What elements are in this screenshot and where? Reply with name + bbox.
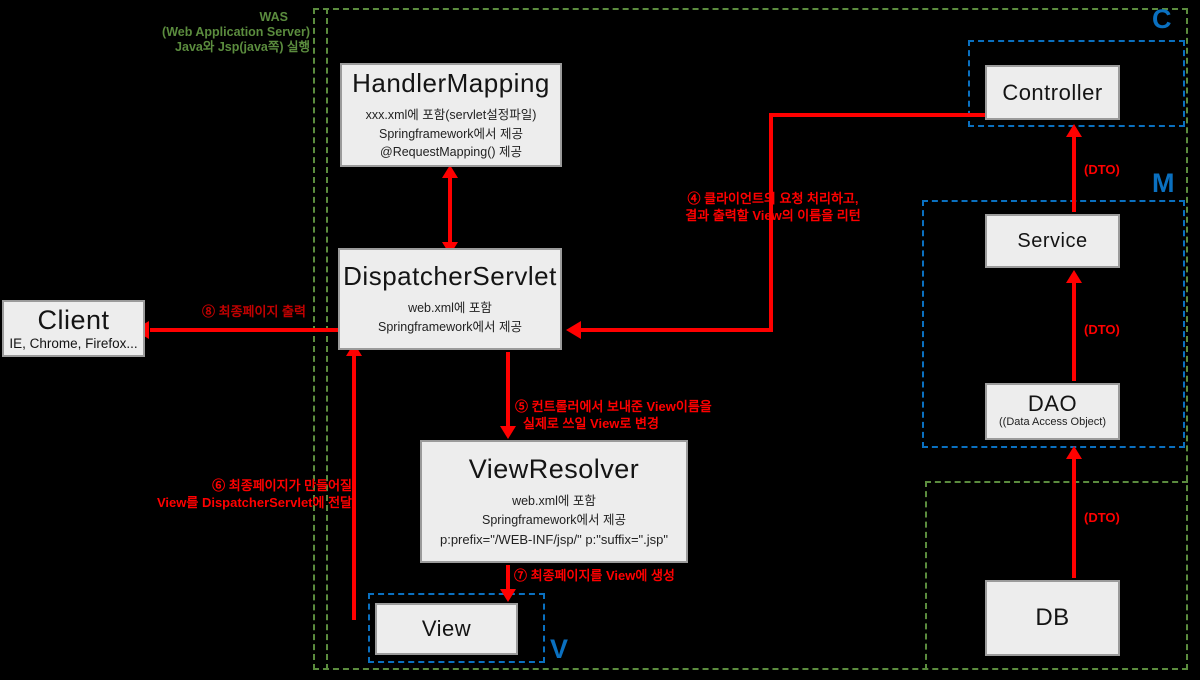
label-step4-line1: ④ 클라이언트의 요청 처리하고, (687, 191, 859, 206)
dao-subtitle: ((Data Access Object) (999, 416, 1106, 429)
handler-mapping-desc: xxx.xml에 포함(servlet설정파일) Springframework… (366, 106, 537, 162)
handler-mapping-line3: @RequestMapping() 제공 (380, 145, 522, 160)
handler-mapping-line2: Springframework에서 제공 (379, 126, 523, 141)
controller-title: Controller (1002, 79, 1103, 105)
arrow-controller-return-v (769, 113, 773, 332)
arrow-controller-return-h2 (580, 328, 773, 332)
client-subtitle: IE, Chrome, Firefox... (9, 336, 138, 352)
arrowhead-to-view (500, 589, 516, 602)
db-separator-horizontal (925, 481, 1188, 483)
model-region (922, 200, 1185, 448)
arrow-db-to-dao (1072, 458, 1076, 578)
label-step5-line1: ⑤ 컨트롤러에서 보내준 View이름을 (515, 399, 712, 414)
arrowhead-to-service (1066, 270, 1082, 283)
was-note-line3: Java와 Jsp(java쪽) 실행 (175, 40, 310, 54)
controller-box: Controller (985, 65, 1120, 120)
view-resolver-line3: p:prefix="/WEB-INF/jsp/" p:"suffix=".jsp… (439, 531, 668, 547)
view-resolver-title: ViewResolver (468, 454, 640, 484)
label-dto-service: (DTO) (1084, 322, 1120, 337)
arrowhead-to-dao (1066, 446, 1082, 459)
arrow-dispatcher-handlermapping (448, 177, 452, 243)
db-separator-vertical (925, 481, 927, 670)
arrow-dao-to-service (1072, 282, 1076, 381)
view-region (368, 593, 545, 663)
label-step4-line2: 결과 출력할 View의 이름을 리턴 (685, 208, 861, 223)
view-resolver-line2: Springframework에서 제공 (482, 512, 626, 527)
service-title: Service (1017, 229, 1088, 252)
arrow-dispatcher-to-viewresolver (506, 352, 510, 428)
arrowhead-to-handlermapping (442, 165, 458, 178)
client-title: Client (37, 304, 110, 335)
view-resolver-box: ViewResolver web.xml에 포함 Springframework… (420, 440, 688, 563)
label-step6: ⑥ 최종페이지가 만들어질 View를 DispatcherServlet에 전… (140, 477, 352, 511)
dispatcher-servlet-line2: Springframework에서 제공 (378, 320, 522, 334)
db-box: DB (985, 580, 1120, 656)
dispatcher-servlet-box: DispatcherServlet web.xml에 포함 Springfram… (338, 248, 562, 350)
arrowhead-to-dispatcher-right (566, 321, 581, 339)
dispatcher-servlet-desc: web.xml에 포함 Springframework에서 제공 (378, 299, 522, 337)
was-note: WAS (Web Application Server) Java와 Jsp(j… (120, 10, 310, 55)
arrow-dispatcher-to-client (150, 328, 340, 332)
db-title: DB (1035, 604, 1070, 631)
label-step8: ⑧ 최종페이지 출력 (202, 304, 306, 319)
view-box: View (375, 603, 518, 655)
region-letter-c: C (1152, 4, 1172, 34)
region-letter-m: M (1152, 168, 1175, 198)
arrow-view-to-dispatcher (352, 355, 356, 620)
view-resolver-line1: web.xml에 포함 (512, 494, 596, 508)
was-note-line2: (Web Application Server) (162, 25, 310, 39)
label-step6-line2: View를 DispatcherServlet에 전달 (156, 495, 352, 510)
service-box: Service (985, 214, 1120, 268)
label-step4: ④ 클라이언트의 요청 처리하고, 결과 출력할 View의 이름을 리턴 (655, 190, 891, 224)
view-title: View (421, 616, 472, 641)
arrow-service-to-controller (1072, 136, 1076, 212)
handler-mapping-title: HandlerMapping (352, 67, 550, 98)
label-dto-dao: (DTO) (1084, 510, 1120, 525)
client-box: Client IE, Chrome, Firefox... (2, 300, 145, 357)
handler-mapping-box: HandlerMapping xxx.xml에 포함(servlet설정파일) … (340, 63, 562, 167)
region-letter-v: V (550, 634, 569, 664)
dao-title: DAO (1027, 391, 1078, 417)
was-boundary-inner-line (326, 8, 328, 670)
label-step5: ⑤ 컨트롤러에서 보내준 View이름을 실제로 쓰일 View로 변경 (515, 398, 712, 432)
was-note-title: WAS (259, 10, 288, 24)
arrow-viewresolver-to-view (506, 565, 510, 591)
handler-mapping-line1: xxx.xml에 포함(servlet설정파일) (365, 107, 537, 122)
dao-box: DAO ((Data Access Object) (985, 383, 1120, 440)
label-step7: ⑦ 최종페이지를 View에 생성 (514, 568, 675, 583)
arrow-controller-return-h1 (769, 113, 985, 117)
dispatcher-servlet-line1: web.xml에 포함 (408, 301, 492, 316)
label-step6-line1: ⑥ 최종페이지가 만들어질 (212, 478, 352, 493)
label-dto-controller: (DTO) (1084, 162, 1120, 177)
view-resolver-desc: web.xml에 포함 Springframework에서 제공 p:prefi… (440, 492, 668, 549)
arrowhead-to-controller (1066, 124, 1082, 137)
arrowhead-to-viewresolver (500, 426, 516, 439)
dispatcher-servlet-title: DispatcherServlet (343, 261, 557, 292)
was-boundary (313, 8, 1188, 670)
label-step5-line2: 실제로 쓰일 View로 변경 (523, 416, 659, 431)
